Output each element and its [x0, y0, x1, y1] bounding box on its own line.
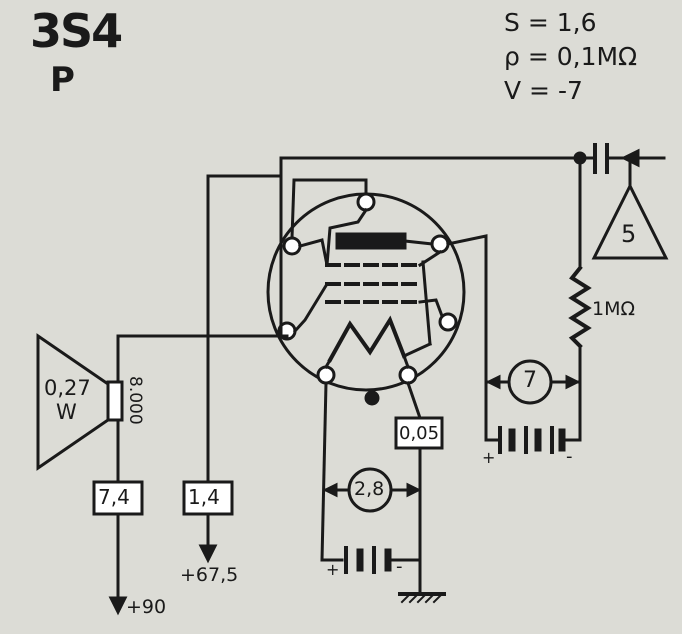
bias-meter-label: 7: [523, 368, 537, 393]
filament-battery-minus: -: [396, 556, 403, 577]
screen-voltage-label: +67,5: [180, 564, 239, 586]
pin-bottom-right: [398, 365, 418, 385]
grid-lead-2: [292, 281, 330, 334]
tube-grids: [325, 263, 422, 304]
param-resistance: ρ = 0,1MΩ: [504, 42, 638, 71]
speaker-impedance-label: 8.000: [125, 376, 145, 425]
speaker-coil: [106, 380, 124, 422]
grid-lead-1: [298, 238, 329, 267]
grid-lead-top: [325, 207, 369, 267]
tube-type-label: 3S4: [30, 4, 123, 58]
filament-current-label: 0,05: [399, 423, 440, 444]
tube-envelope: [266, 192, 466, 392]
pin-bottom-left: [316, 365, 336, 385]
grid-lead-4: [418, 298, 444, 318]
plate-voltage-label: +90: [126, 596, 167, 618]
pin-left-upper: [282, 236, 302, 256]
grid-resistor-label: 1MΩ: [592, 298, 636, 320]
bias-battery-plus: +: [482, 448, 496, 467]
tube-function-label: P: [50, 60, 75, 100]
input-signal-label: 5: [621, 220, 637, 248]
bias-battery-minus: -: [566, 446, 573, 467]
filament-wire-left: [320, 381, 328, 562]
tube-tip: [364, 390, 380, 406]
input-source-triangle: [591, 182, 669, 260]
top-grid-wire: [279, 156, 594, 338]
param-transconductance: S = 1,6: [504, 8, 597, 37]
anode-plate: [335, 232, 407, 250]
speaker-power-label: 0,27: [44, 376, 91, 400]
screen-current-label: 1,4: [188, 485, 220, 509]
tube-pins: [277, 192, 458, 385]
grid-resistor: [568, 265, 592, 349]
param-bias: V = -7: [504, 76, 583, 105]
plate-wire: [446, 234, 488, 442]
plate-current-box: [92, 480, 144, 516]
screen-wire: [206, 174, 283, 484]
speaker-plate-wire: [116, 334, 289, 384]
filament-battery-plus: +: [326, 560, 340, 579]
pin-top: [356, 192, 376, 212]
speaker-power-unit-label: W: [56, 400, 77, 424]
plate-current-label: 7,4: [98, 485, 130, 509]
screen-supply-arrow: [198, 544, 218, 564]
filament: [327, 315, 407, 363]
filament-meter-label: 2,8: [354, 478, 385, 500]
pin-right-lower: [438, 312, 458, 332]
anode-lead: [403, 239, 434, 246]
plate-supply-arrow: [108, 596, 128, 616]
pin-right-upper: [430, 234, 450, 254]
